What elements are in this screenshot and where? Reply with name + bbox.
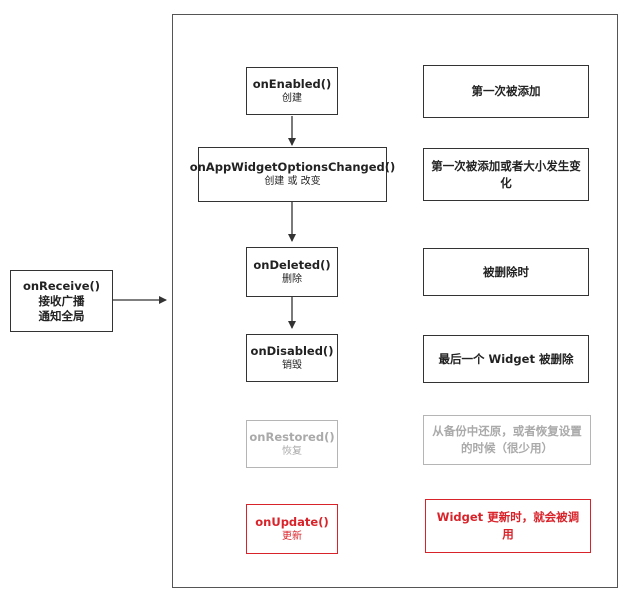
on-update-label: 更新 xyxy=(282,530,302,542)
on-deleted-desc-box: 被删除时 xyxy=(423,248,589,296)
on-restored-box: onRestored() 恢复 xyxy=(246,420,338,468)
on-deleted-box: onDeleted() 删除 xyxy=(246,247,338,297)
receive-label-2: 通知全局 xyxy=(38,308,85,323)
on-deleted-label: 删除 xyxy=(282,273,302,285)
receive-box: onReceive() 接收广播 通知全局 xyxy=(10,270,113,332)
receive-label-1: 接收广播 xyxy=(38,293,85,308)
receive-method: onReceive() xyxy=(22,278,101,293)
on-options-changed-box: onAppWidgetOptionsChanged() 创建 或 改变 xyxy=(190,147,395,202)
on-enabled-label: 创建 xyxy=(282,92,302,104)
on-update-desc: Widget 更新时，就会被调用 xyxy=(436,510,580,541)
on-update-method: onUpdate() xyxy=(255,514,329,529)
on-options-changed-desc: 第一次被添加或者大小发生变化 xyxy=(431,158,581,190)
on-restored-label: 恢复 xyxy=(282,445,302,457)
on-restored-desc: 从备份中还原，或者恢复设置的时候（很少用） xyxy=(432,424,582,455)
on-disabled-desc-box: 最后一个 Widget 被删除 xyxy=(423,335,589,383)
on-disabled-box: onDisabled() 销毁 xyxy=(246,334,338,382)
on-disabled-method: onDisabled() xyxy=(250,343,334,358)
on-deleted-desc: 被删除时 xyxy=(483,264,529,279)
on-options-changed-label: 创建 或 改变 xyxy=(264,176,321,187)
on-enabled-method: onEnabled() xyxy=(252,76,332,91)
lifecycle-container xyxy=(172,14,618,588)
on-restored-method: onRestored() xyxy=(249,429,335,444)
on-disabled-desc: 最后一个 Widget 被删除 xyxy=(438,351,574,366)
on-disabled-label: 销毁 xyxy=(282,359,302,371)
on-enabled-desc: 第一次被添加 xyxy=(471,84,541,98)
on-update-desc-box: Widget 更新时，就会被调用 xyxy=(425,499,591,553)
on-enabled-desc-box: 第一次被添加 xyxy=(423,65,589,118)
on-update-box: onUpdate() 更新 xyxy=(246,504,338,554)
on-options-changed-desc-box: 第一次被添加或者大小发生变化 xyxy=(423,148,589,201)
on-enabled-box: onEnabled() 创建 xyxy=(246,67,338,115)
on-restored-desc-box: 从备份中还原，或者恢复设置的时候（很少用） xyxy=(423,415,591,465)
on-deleted-method: onDeleted() xyxy=(253,257,331,272)
on-options-changed-method: onAppWidgetOptionsChanged() xyxy=(189,160,396,174)
